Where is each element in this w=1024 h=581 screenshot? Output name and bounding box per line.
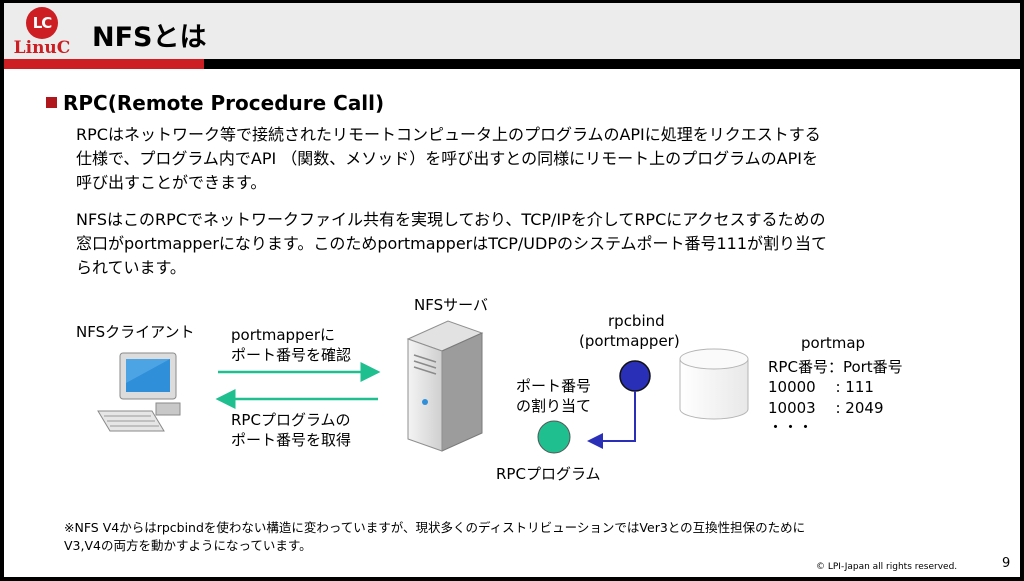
rpc-program-label: RPCプログラム bbox=[496, 465, 601, 483]
server-label: NFSサーバ bbox=[414, 296, 488, 314]
arrow-left-label-line2: ポート番号を取得 bbox=[231, 431, 352, 449]
logo-badge: LC bbox=[26, 7, 58, 39]
assign-label-line1: ポート番号 bbox=[516, 377, 592, 395]
arrow-right-label-line1: portmapperに bbox=[231, 326, 335, 344]
rpc-program-node bbox=[537, 420, 571, 454]
paragraph-line: RPCはネットワーク等で接続されたリモートコンピュータ上のプログラムのAPIに処… bbox=[76, 125, 821, 144]
paragraph-line: NFSはこのRPCでネットワークファイル共有を実現しており、TCP/IPを介して… bbox=[76, 210, 826, 229]
header-divider-accent bbox=[4, 59, 204, 69]
portmap-title: portmap bbox=[801, 334, 866, 352]
paragraph-rpc: RPCはネットワーク等で接続されたリモートコンピュータ上のプログラムのAPIに処… bbox=[76, 123, 1006, 195]
portmap-database-icon bbox=[679, 348, 749, 420]
footnote-line: ※NFS V4からはrpcbindを使わない構造に変わっていますが、現状多くのデ… bbox=[64, 520, 806, 535]
paragraph-line: 呼び出すことができます。 bbox=[76, 173, 267, 192]
arrow-right-label-line2: ポート番号を確認 bbox=[231, 346, 352, 364]
paragraph-nfs: NFSはこのRPCでネットワークファイル共有を実現しており、TCP/IPを介して… bbox=[76, 208, 1006, 280]
arrow-left-label-line1: RPCプログラムの bbox=[231, 411, 351, 429]
footnote: ※NFS V4からはrpcbindを使わない構造に変わっていますが、現状多くのデ… bbox=[64, 519, 805, 555]
bullet-square-icon bbox=[46, 97, 57, 108]
portmap-row: 10000 : 111 bbox=[768, 378, 874, 396]
section-heading-text: RPC(Remote Procedure Call) bbox=[63, 91, 385, 115]
slide: LC LinuC NFSとは RPC(Remote Procedure Call… bbox=[4, 3, 1020, 577]
copyright: © LPI-Japan all rights reserved. bbox=[816, 562, 958, 572]
logo-text: LinuC bbox=[13, 38, 71, 58]
footnote-line: V3,V4の両方を動かすようになっています。 bbox=[64, 538, 312, 553]
section-heading: RPC(Remote Procedure Call) bbox=[46, 91, 384, 115]
server-tower-icon bbox=[406, 320, 484, 452]
page-number: 9 bbox=[1002, 556, 1011, 571]
portmap-row: ・・・ bbox=[768, 418, 814, 436]
paragraph-line: 窓口がportmapperになります。このためportmapperはTCP/UD… bbox=[76, 234, 828, 253]
portmap-row: 10003 : 2049 bbox=[768, 399, 884, 417]
client-label: NFSクライアント bbox=[76, 323, 195, 341]
portmapper-label: (portmapper) bbox=[579, 332, 680, 350]
assign-connector bbox=[587, 391, 636, 449]
paragraph-line: られています。 bbox=[76, 258, 186, 277]
nfs-rpc-diagram bbox=[97, 320, 749, 454]
rpcbind-label: rpcbind bbox=[608, 312, 665, 330]
rpcbind-node bbox=[619, 360, 651, 392]
portmap-row: RPC番号：Port番号 bbox=[768, 358, 903, 376]
paragraph-line: 仕様で、プログラム内でAPI （関数、メソッド）を呼び出すとの同様にリモート上の… bbox=[76, 149, 818, 168]
slide-title: NFSとは bbox=[92, 22, 207, 53]
client-computer-icon bbox=[97, 352, 181, 432]
assign-label-line2: の割り当て bbox=[516, 397, 592, 415]
linuc-logo: LC LinuC bbox=[10, 7, 74, 59]
slide-header: LC LinuC NFSとは bbox=[4, 3, 1020, 59]
header-divider bbox=[4, 59, 1020, 69]
